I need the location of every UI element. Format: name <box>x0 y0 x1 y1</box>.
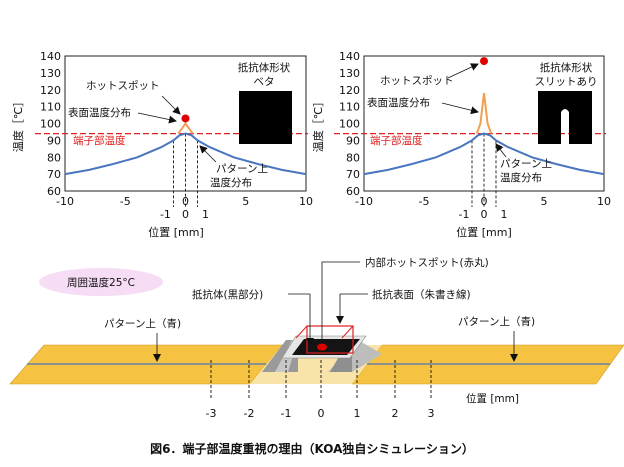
right-y-tick-90: 90 <box>346 134 360 147</box>
left-y-tick-130: 130 <box>40 67 61 80</box>
left-y-tick-labels: 140 130 120 110 100 90 80 70 60 <box>40 50 61 198</box>
right-below-tick-0: 0 <box>481 208 488 221</box>
left-resistor-label-2: ベタ <box>254 76 275 88</box>
left-plot-marks <box>35 114 308 176</box>
left-y-tick-70: 70 <box>47 168 61 181</box>
figure-caption: 図6．端子部温度重視の理由（KOA独自シミュレーション） <box>150 441 474 456</box>
left-y-tick-120: 120 <box>40 84 61 97</box>
left-y-tick-90: 90 <box>47 134 61 147</box>
left-x-tick--5: -5 <box>120 195 131 208</box>
left-y-tick-60: 60 <box>47 185 61 198</box>
right-below-tick--1: -1 <box>459 208 470 221</box>
right-y-tick-110: 110 <box>339 101 360 114</box>
right-y-tick-100: 100 <box>339 118 360 131</box>
ambient-label: 周囲温度25°C <box>67 276 135 289</box>
right-surface-temp-curve <box>475 92 493 134</box>
right-y-tick-80: 80 <box>346 151 360 164</box>
inner-hotspot-dot <box>317 343 327 351</box>
position-label-3: 3 <box>428 407 435 420</box>
left-y-tick-80: 80 <box>47 151 61 164</box>
left-x-axis-label: 位置 [mm] <box>148 225 204 239</box>
right-y-tick-130: 130 <box>339 67 360 80</box>
left-pattern-temp-curve <box>64 132 307 176</box>
resistor-surface-red-edge-1 <box>295 325 308 339</box>
right-hotspot-label: ホットスポット <box>380 75 454 87</box>
right-y-tick-60: 60 <box>346 185 360 198</box>
left-hotspot-arrow <box>161 95 181 115</box>
right-pattern-arrow <box>495 143 507 158</box>
right-pattern-label-2: 温度分布 <box>500 171 542 184</box>
left-pattern-label-2: 温度分布 <box>210 176 252 189</box>
resistor-surface-label: 抵抗表面（朱書き線) <box>372 288 471 301</box>
resistor-body-label: 抵抗体(黒部分) <box>192 288 263 301</box>
right-resistor-shape-slit <box>538 91 592 144</box>
left-hotspot-label: ホットスポット <box>86 80 160 92</box>
position-label-1: 1 <box>354 407 361 420</box>
pcb-diagram: 周囲温度25°C 内部ホットスポット(赤丸) 抵抗体(黒部分) 抵抗表面（朱書き… <box>9 256 624 420</box>
left-x-tick-labels: -10-50510 <box>56 195 313 208</box>
right-pattern-label-1: パターン上 <box>500 158 552 170</box>
right-hotspot-point <box>480 57 488 66</box>
right-x-tick-labels: -10-50510 <box>355 195 611 208</box>
left-below-tick-1: 1 <box>202 208 209 221</box>
left-y-axis-label: 温度［℃］ <box>11 96 25 152</box>
position-label--2: -2 <box>244 407 255 420</box>
left-resistor-label-1: 抵抗体形状 <box>238 61 291 74</box>
right-x-tick--5: -5 <box>419 195 430 208</box>
left-pattern-arrow <box>199 145 217 163</box>
position-label--3: -3 <box>206 407 217 420</box>
right-x-axis-label: 位置 [mm] <box>456 225 512 239</box>
left-x-tick-10: 10 <box>299 195 313 208</box>
left-y-tick-140: 140 <box>40 50 61 63</box>
left-surface-label: 表面温度分布 <box>68 106 131 119</box>
left-y-tick-100: 100 <box>40 118 61 131</box>
left-x-tick--10: -10 <box>56 195 74 208</box>
right-hotspot-arrow <box>447 63 479 79</box>
diagram-position-ticks: -3 -2 -1 0 1 2 3 <box>206 360 435 420</box>
diagram-position-label: 位置 [mm] <box>466 392 519 405</box>
right-x-tick-10: 10 <box>597 195 611 208</box>
inner-hotspot-leader <box>321 261 360 344</box>
position-label-0: 0 <box>318 407 325 420</box>
right-pattern-temp-curve <box>363 132 605 176</box>
right-y-tick-120: 120 <box>339 84 360 97</box>
right-y-tick-70: 70 <box>346 168 360 181</box>
position-label-2: 2 <box>392 407 399 420</box>
left-hotspot-point <box>181 114 190 123</box>
left-y-tick-110: 110 <box>40 101 61 114</box>
position-label--1: -1 <box>281 407 292 420</box>
left-below-tick-0: 0 <box>182 208 189 221</box>
ambient-bubble <box>39 268 163 296</box>
left-pattern-label-1: パターン上 <box>216 163 268 175</box>
pattern-right-label: パターン上（青) <box>458 315 535 328</box>
pattern-left-label: パターン上（青) <box>104 317 181 330</box>
left-surface-temp-curve <box>177 121 194 135</box>
right-resistor-label-1: 抵抗体形状 <box>540 61 593 74</box>
right-y-axis-label: 温度［℃］ <box>311 96 325 152</box>
right-surface-arrow <box>441 102 479 115</box>
left-x-tick-5: 5 <box>242 195 249 208</box>
right-resistor-label-2: スリットあり <box>535 76 598 88</box>
left-terminal-label: 端子部温度 <box>73 134 126 147</box>
right-plot-frame <box>363 55 605 192</box>
right-x-tick--10: -10 <box>355 195 373 208</box>
right-terminal-label: 端子部温度 <box>370 134 423 147</box>
right-y-tick-140: 140 <box>339 50 360 63</box>
left-below-tick--1: -1 <box>160 208 171 221</box>
right-y-tick-labels: 140 130 120 110 100 90 80 70 60 <box>339 50 360 198</box>
inner-hotspot-label: 内部ホットスポット(赤丸) <box>365 256 489 269</box>
left-surface-arrow <box>137 112 177 124</box>
right-x-tick-5: 5 <box>541 195 548 208</box>
left-resistor-shape-solid <box>239 91 292 144</box>
right-surface-label: 表面温度分布 <box>367 96 430 109</box>
resistor-surface-red-edge-2 <box>341 325 354 339</box>
right-below-tick-1: 1 <box>501 208 508 221</box>
